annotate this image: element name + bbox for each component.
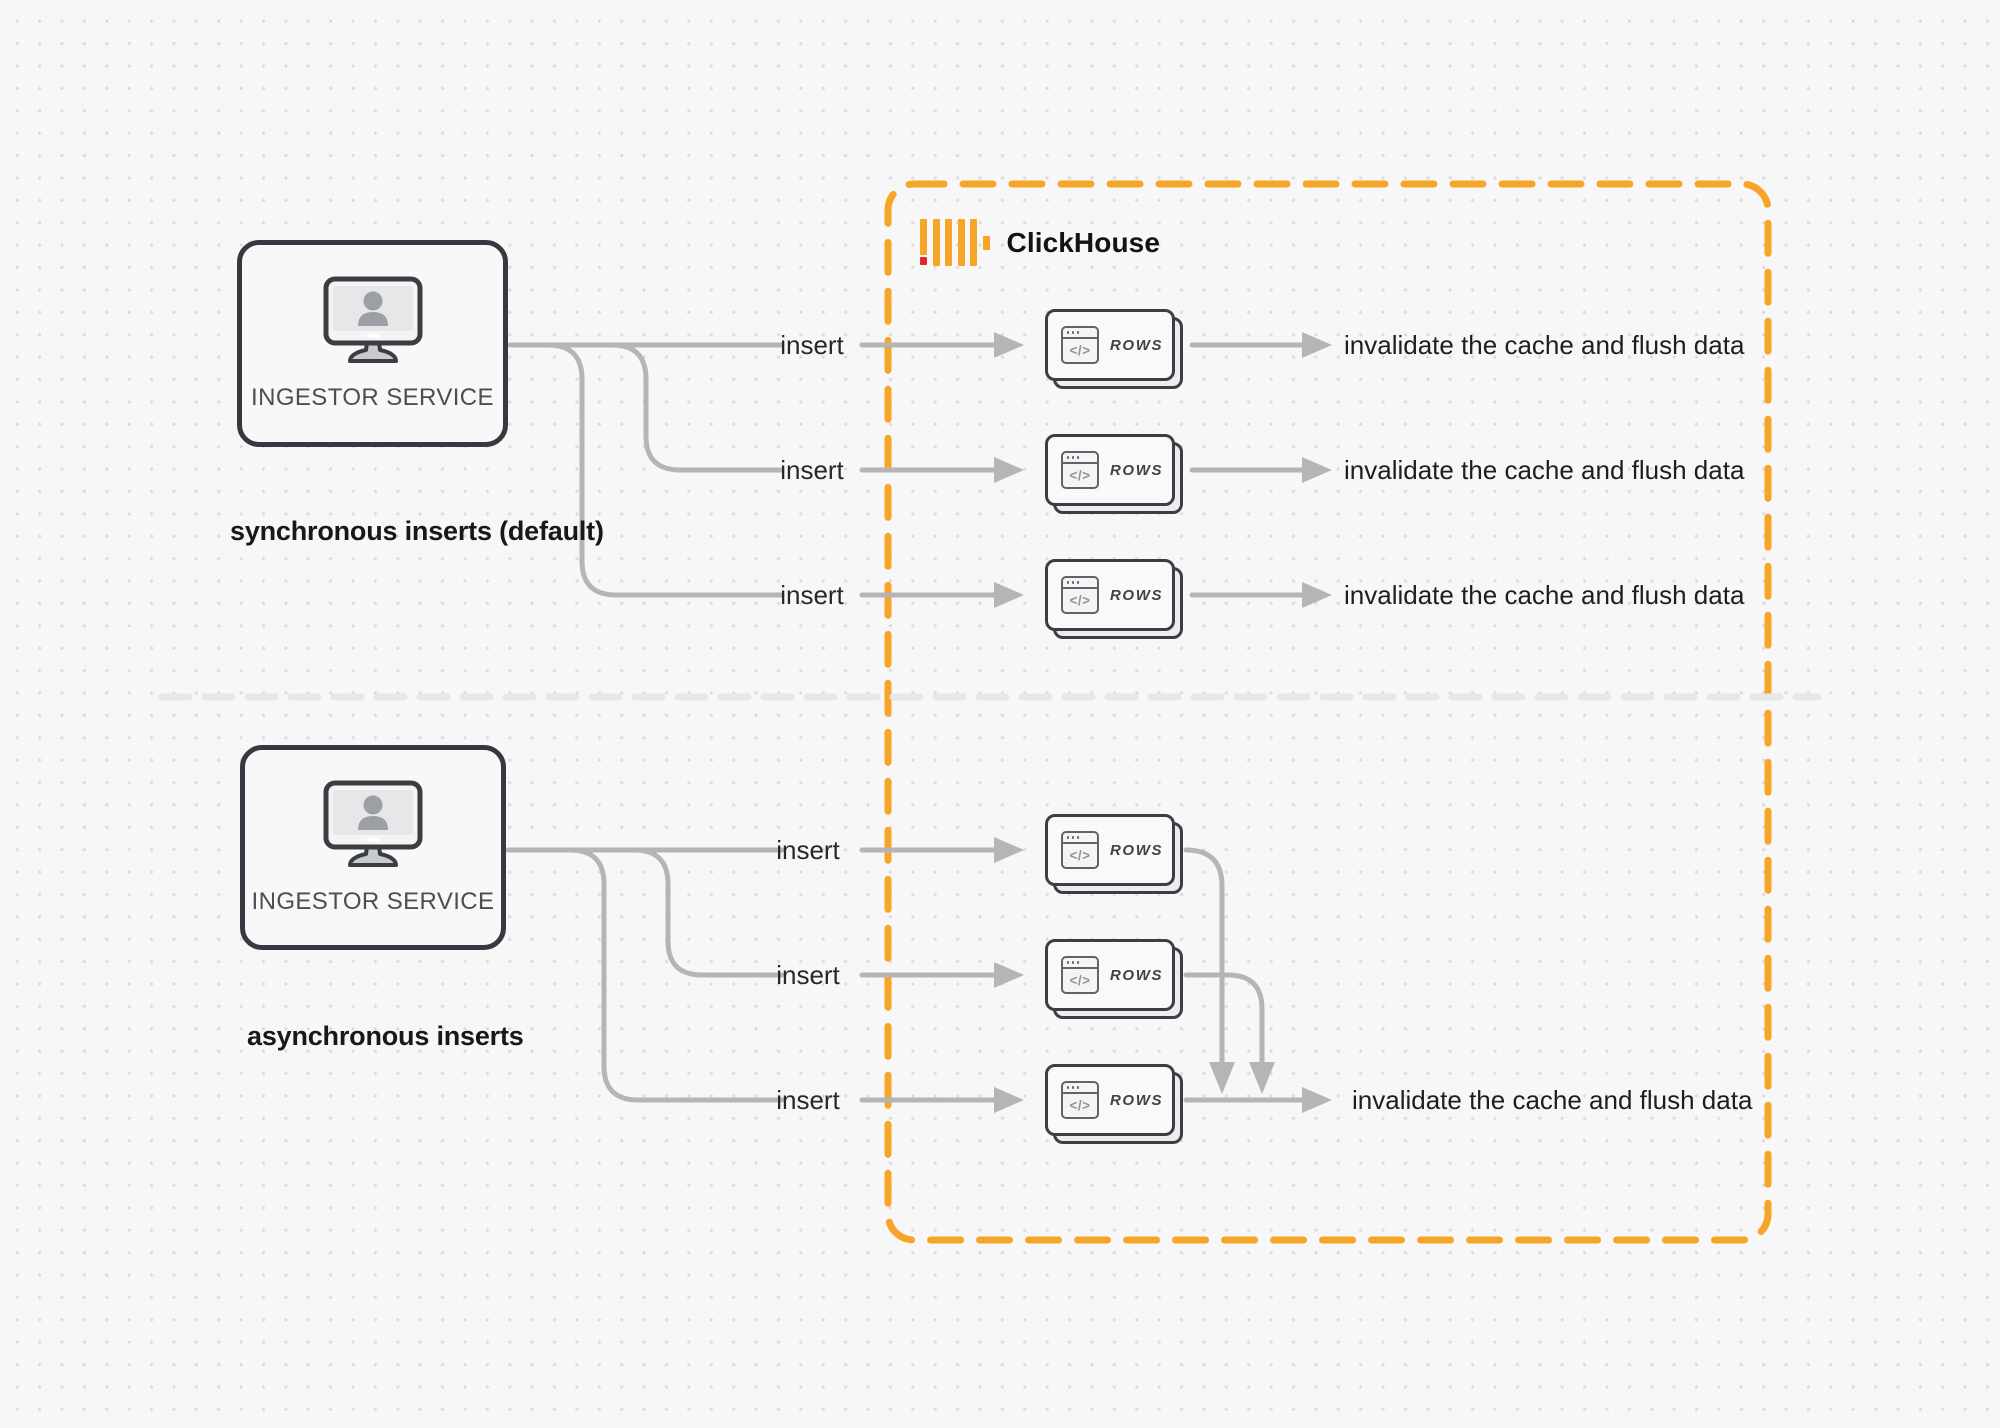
- ingestor-service-label: INGESTOR SERVICE: [251, 383, 494, 411]
- async-section-title: asynchronous inserts: [247, 1021, 524, 1051]
- rows-card: </> ROWS: [1045, 1064, 1175, 1136]
- insert-label: insert: [780, 580, 844, 610]
- rows-card: </> ROWS: [1045, 434, 1175, 506]
- rows-label: ROWS: [1110, 1091, 1164, 1109]
- rows-label: ROWS: [1110, 586, 1164, 604]
- ingestor-service-sync: INGESTOR SERVICE: [237, 240, 508, 447]
- clickhouse-logo-bar-red: [920, 219, 927, 265]
- code-window-icon: </>: [1061, 326, 1099, 364]
- rows-card-stack: </> ROWS: [1045, 939, 1186, 1022]
- insert-label: insert: [776, 835, 840, 865]
- ingestor-monitor-icon: [323, 780, 423, 867]
- rows-card: </> ROWS: [1045, 309, 1175, 381]
- rows-label: ROWS: [1110, 966, 1164, 984]
- insert-label: insert: [780, 455, 844, 485]
- rows-card-stack: </> ROWS: [1045, 559, 1186, 642]
- insert-label: insert: [776, 960, 840, 990]
- code-window-icon: </>: [1061, 831, 1099, 869]
- ingestor-service-async: INGESTOR SERVICE: [240, 745, 506, 950]
- result-label: invalidate the cache and flush data: [1344, 455, 1745, 485]
- code-window-icon: </>: [1061, 956, 1099, 994]
- rows-card-stack: </> ROWS: [1045, 1064, 1186, 1147]
- rows-label: ROWS: [1110, 336, 1164, 354]
- clickhouse-logo: ClickHouse: [920, 219, 1160, 266]
- rows-card: </> ROWS: [1045, 939, 1175, 1011]
- sync-section-title: synchronous inserts (default): [230, 516, 604, 546]
- ingestor-service-label: INGESTOR SERVICE: [251, 887, 495, 915]
- clickhouse-logo-bars-icon: [920, 219, 990, 266]
- code-window-icon: </>: [1061, 576, 1099, 614]
- rows-card-stack: </> ROWS: [1045, 309, 1186, 392]
- rows-card: </> ROWS: [1045, 559, 1175, 631]
- code-window-icon: </>: [1061, 1081, 1099, 1119]
- code-window-icon: </>: [1061, 451, 1099, 489]
- rows-card-stack: </> ROWS: [1045, 434, 1186, 517]
- ingestor-monitor-icon: [323, 276, 422, 363]
- insert-label: insert: [776, 1085, 840, 1115]
- result-label: invalidate the cache and flush data: [1344, 580, 1745, 610]
- result-label: invalidate the cache and flush data: [1344, 330, 1745, 360]
- clickhouse-label: ClickHouse: [1006, 226, 1160, 258]
- rows-card: </> ROWS: [1045, 814, 1175, 886]
- rows-label: ROWS: [1110, 841, 1164, 859]
- insert-label: insert: [780, 330, 844, 360]
- rows-card-stack: </> ROWS: [1045, 814, 1186, 897]
- result-label: invalidate the cache and flush data: [1352, 1085, 1753, 1115]
- rows-label: ROWS: [1110, 461, 1164, 479]
